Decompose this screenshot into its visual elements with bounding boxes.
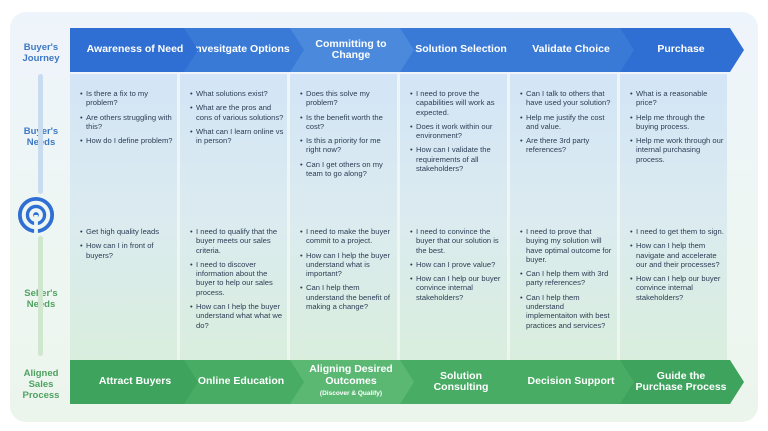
- list-item: How can I help them navigate and acceler…: [630, 241, 724, 269]
- sales-process-chevron-label: Online Education: [197, 375, 285, 388]
- list-item: What is a reasonable price?: [630, 89, 724, 108]
- list-item: I need to get them to sign.: [630, 227, 724, 237]
- list-item: Is this a priority for me right now?: [300, 136, 394, 155]
- list-item: Help me work through our internal purcha…: [630, 136, 724, 164]
- sales-process-chevron: Guide the Purchase Process: [616, 360, 744, 404]
- list-item: How can I help our buyer convince intern…: [410, 274, 504, 302]
- seller-needs-list: I need to make the buyer commit to a pro…: [300, 227, 394, 316]
- list-item: Are others struggling with this?: [80, 113, 174, 132]
- list-item: How can I in front of buyers?: [80, 241, 174, 260]
- buyer-needs-list: Can I talk to others that have used your…: [520, 89, 614, 160]
- list-item: Can I help them understand the benefit o…: [300, 283, 394, 311]
- row-label-aligned-sales-process: Aligned Sales Process: [22, 368, 60, 401]
- sales-process-chevron-label: Solution Consulting: [433, 369, 489, 393]
- list-item: Help me justify the cost and value.: [520, 113, 614, 132]
- journey-stage-chevron: Committing to Change: [286, 28, 414, 72]
- list-item: How do I define problem?: [80, 136, 174, 146]
- sales-process-chevron-label: Guide the Purchase Process: [635, 369, 727, 393]
- list-item: How can I help the buyer understand what…: [190, 302, 284, 330]
- list-item: What solutions exist?: [190, 89, 284, 99]
- buyer-needs-list: Does this solve my problem? Is the benefi…: [300, 89, 394, 183]
- journey-stage-chevron-label: Committing to Change: [315, 37, 387, 61]
- buyer-needs-list: Is there a fix to my problem? Are others …: [80, 89, 174, 150]
- timeline-track-top: [38, 74, 43, 194]
- seller-needs-list: I need to qualify that the buyer meets o…: [190, 227, 284, 335]
- timeline-track-bottom: [38, 236, 43, 356]
- list-item: How can I validate the requirements of a…: [410, 145, 504, 173]
- journey-stage-chevron: Purchase: [616, 28, 744, 72]
- sales-process-chevron: Attract Buyers: [70, 360, 198, 404]
- row-label-buyers-journey: Buyer's Journey: [22, 42, 60, 64]
- list-item: How can I prove value?: [410, 260, 504, 270]
- list-item: Help me through the buying process.: [630, 113, 724, 132]
- sales-process-chevron: Online Education: [176, 360, 304, 404]
- journey-stage-chevron: Invesitgate Options: [176, 28, 304, 72]
- seller-needs-list: Get high quality leadsHow can I in front…: [80, 227, 174, 265]
- journey-stage-chevron-label: Invesitgate Options: [192, 43, 290, 56]
- buyer-needs-list: What solutions exist? What are the pros a…: [190, 89, 284, 150]
- journey-stage-chevron-label: Solution Selection: [415, 43, 507, 56]
- journey-stage-chevron-label: Validate Choice: [532, 43, 610, 56]
- list-item: I need to qualify that the buyer meets o…: [190, 227, 284, 255]
- list-item: What can I learn online vs in person?: [190, 127, 284, 146]
- list-item: Can I get others on my team to go along?: [300, 160, 394, 179]
- list-item: Can I help them with 3rd party reference…: [520, 269, 614, 288]
- journey-stage-chevron-label: Awareness of Need: [86, 43, 184, 56]
- list-item: What are the pros and cons of various so…: [190, 103, 284, 122]
- list-item: Can I help them understand implementaito…: [520, 293, 614, 330]
- sales-process-chevron: Decision Support: [506, 360, 634, 404]
- journey-stage-chevron: Solution Selection: [396, 28, 524, 72]
- sales-process-chevron-label: Aligning Desired Outcomes: [309, 363, 393, 387]
- list-item: I need to discover information about the…: [190, 260, 284, 297]
- seller-needs-list: I need to get them to sign. How can I hel…: [630, 227, 724, 307]
- journey-stage-chevron: Awareness of Need: [70, 28, 198, 72]
- list-item: Are there 3rd party references?: [520, 136, 614, 155]
- list-item: I need to prove the capabilities will wo…: [410, 89, 504, 117]
- list-item: Is the benefit worth the cost?: [300, 113, 394, 132]
- list-item: How can I help the buyer understand what…: [300, 251, 394, 279]
- list-item: Can I talk to others that have used your…: [520, 89, 614, 108]
- target-logo-icon: [17, 196, 55, 234]
- buyer-needs-list: I need to prove the capabilities will wo…: [410, 89, 504, 178]
- list-item: I need to convince the buyer that our so…: [410, 227, 504, 255]
- sales-process-chevron: Aligning Desired Outcomes (Discover & Qua…: [286, 360, 414, 404]
- sales-process-chevron-label: Decision Support: [527, 375, 615, 388]
- list-item: Does this solve my problem?: [300, 89, 394, 108]
- sales-process-chevron-sublabel: (Discover & Qualify): [319, 390, 383, 398]
- list-item: I need to make the buyer commit to a pro…: [300, 227, 394, 246]
- list-item: Get high quality leads: [80, 227, 174, 237]
- list-item: Does it work within our environment?: [410, 122, 504, 141]
- list-item: Is there a fix to my problem?: [80, 89, 174, 108]
- journey-stage-chevron: Validate Choice: [506, 28, 634, 72]
- seller-needs-list: I need to convince the buyer that our so…: [410, 227, 504, 307]
- seller-needs-list: I need to prove that buying my solution …: [520, 227, 614, 335]
- sales-process-chevron-label: Attract Buyers: [98, 375, 172, 388]
- list-item: How can I help our buyer convince intern…: [630, 274, 724, 302]
- buyer-needs-list: What is a reasonable price? Help me throu…: [630, 89, 724, 169]
- list-item: I need to prove that buying my solution …: [520, 227, 614, 264]
- sales-process-chevron: Solution Consulting: [396, 360, 524, 404]
- journey-stage-chevron-label: Purchase: [657, 43, 705, 56]
